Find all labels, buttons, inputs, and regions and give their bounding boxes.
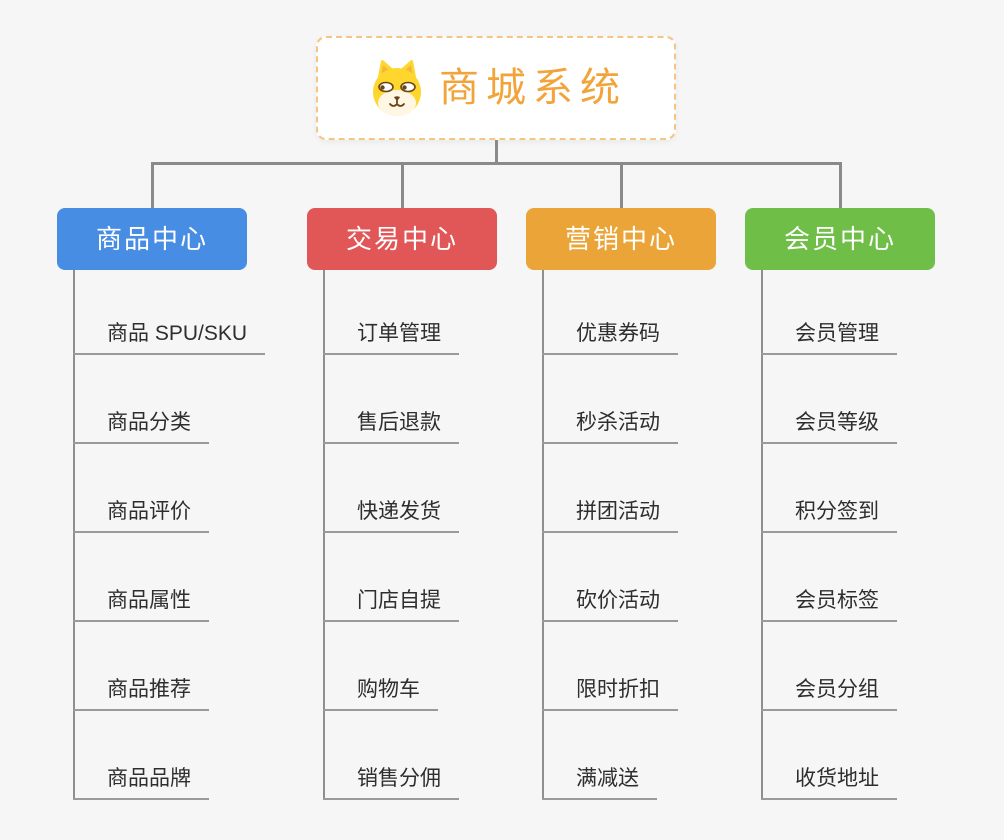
branch-topic[interactable]: 会员中心 xyxy=(745,208,935,270)
branch-trunk-line xyxy=(761,270,763,800)
sub-topic[interactable]: 商品属性 xyxy=(73,590,209,622)
sub-topic[interactable]: 满减送 xyxy=(542,768,657,800)
connector-drop-3 xyxy=(838,162,842,209)
sub-topic[interactable]: 拼团活动 xyxy=(542,501,678,533)
sub-topic[interactable]: 销售分佣 xyxy=(323,768,459,800)
sub-topic[interactable]: 砍价活动 xyxy=(542,590,678,622)
sub-topic-row: 积分签到 xyxy=(761,444,897,533)
root-topic-title: 商城系统 xyxy=(439,66,627,110)
sub-topic-row: 会员标签 xyxy=(761,533,897,622)
branch-items: 订单管理售后退款快递发货门店自提购物车销售分佣 xyxy=(323,270,459,800)
sub-topic[interactable]: 门店自提 xyxy=(323,590,459,622)
sub-topic-row: 满减送 xyxy=(542,711,678,800)
branch-trunk-line xyxy=(542,270,544,800)
sub-topic[interactable]: 购物车 xyxy=(323,679,438,711)
sub-topic[interactable]: 优惠券码 xyxy=(542,323,678,355)
sub-topic[interactable]: 收货地址 xyxy=(761,768,897,800)
connector-drop-2 xyxy=(619,162,623,209)
sub-topic[interactable]: 商品 SPU/SKU xyxy=(73,323,266,355)
sub-topic-row: 快递发货 xyxy=(323,444,459,533)
root-topic[interactable]: 商城系统 xyxy=(316,36,676,140)
sub-topic-row: 商品品牌 xyxy=(73,711,265,800)
connector-drop-0 xyxy=(150,162,154,209)
connector-drop-1 xyxy=(400,162,404,209)
sub-topic[interactable]: 商品品牌 xyxy=(73,768,209,800)
branch-topic-label: 会员中心 xyxy=(783,224,896,254)
sub-topic[interactable]: 商品分类 xyxy=(73,412,209,444)
sub-topic[interactable]: 商品推荐 xyxy=(73,679,209,711)
sub-topic[interactable]: 会员等级 xyxy=(761,412,897,444)
branch-3: 会员中心会员管理会员等级积分签到会员标签会员分组收货地址 xyxy=(745,208,935,808)
branch-trunk-line xyxy=(323,270,325,800)
sub-topic-row: 商品推荐 xyxy=(73,622,265,711)
sub-topic-row: 收货地址 xyxy=(761,711,897,800)
branch-items: 优惠券码秒杀活动拼团活动砍价活动限时折扣满减送 xyxy=(542,270,678,800)
sub-topic[interactable]: 积分签到 xyxy=(761,501,897,533)
connector-horizontal xyxy=(150,162,842,165)
branch-items: 商品 SPU/SKU 商品分类商品评价商品属性商品推荐商品品牌 xyxy=(73,270,266,800)
branch-topic[interactable]: 商品中心 xyxy=(57,208,247,270)
sub-topic[interactable]: 会员标签 xyxy=(761,590,897,622)
sub-topic-row: 秒杀活动 xyxy=(542,355,678,444)
sub-topic-row: 会员等级 xyxy=(761,355,897,444)
branch-items: 会员管理会员等级积分签到会员标签会员分组收货地址 xyxy=(761,270,897,800)
branch-2: 营销中心优惠券码秒杀活动拼团活动砍价活动限时折扣满减送 xyxy=(526,208,716,808)
branch-topic-label: 营销中心 xyxy=(564,224,677,254)
sub-topic-row: 销售分佣 xyxy=(323,711,459,800)
root-connector-trunk xyxy=(494,140,498,165)
sub-topic[interactable]: 会员管理 xyxy=(761,323,897,355)
sub-topic-row: 商品属性 xyxy=(73,533,265,622)
sub-topic-row: 拼团活动 xyxy=(542,444,678,533)
sub-topic-row: 会员管理 xyxy=(761,270,897,355)
shiba-dog-icon xyxy=(365,59,429,117)
sub-topic-row: 购物车 xyxy=(323,622,459,711)
branch-0: 商品中心商品 SPU/SKU 商品分类商品评价商品属性商品推荐商品品牌 xyxy=(57,208,266,808)
branch-topic[interactable]: 营销中心 xyxy=(526,208,716,270)
branch-topic-label: 交易中心 xyxy=(345,224,458,254)
sub-topic-row: 优惠券码 xyxy=(542,270,678,355)
branch-topic[interactable]: 交易中心 xyxy=(307,208,497,270)
sub-topic[interactable]: 秒杀活动 xyxy=(542,412,678,444)
branch-topic-label: 商品中心 xyxy=(95,224,208,254)
sub-topic-row: 订单管理 xyxy=(323,270,459,355)
sub-topic-row: 限时折扣 xyxy=(542,622,678,711)
sub-topic-row: 门店自提 xyxy=(323,533,459,622)
sub-topic-row: 商品分类 xyxy=(73,355,265,444)
branch-trunk-line xyxy=(73,270,75,800)
sub-topic[interactable]: 商品评价 xyxy=(73,501,209,533)
sub-topic-row: 砍价活动 xyxy=(542,533,678,622)
sub-topic-row: 售后退款 xyxy=(323,355,459,444)
branch-1: 交易中心订单管理售后退款快递发货门店自提购物车销售分佣 xyxy=(307,208,497,808)
sub-topic[interactable]: 快递发货 xyxy=(323,501,459,533)
sub-topic[interactable]: 订单管理 xyxy=(323,323,459,355)
sub-topic[interactable]: 限时折扣 xyxy=(542,679,678,711)
sub-topic[interactable]: 会员分组 xyxy=(761,679,897,711)
sub-topic-row: 商品 SPU/SKU xyxy=(73,270,266,355)
sub-topic-row: 商品评价 xyxy=(73,444,265,533)
sub-topic-row: 会员分组 xyxy=(761,622,897,711)
sub-topic[interactable]: 售后退款 xyxy=(323,412,459,444)
